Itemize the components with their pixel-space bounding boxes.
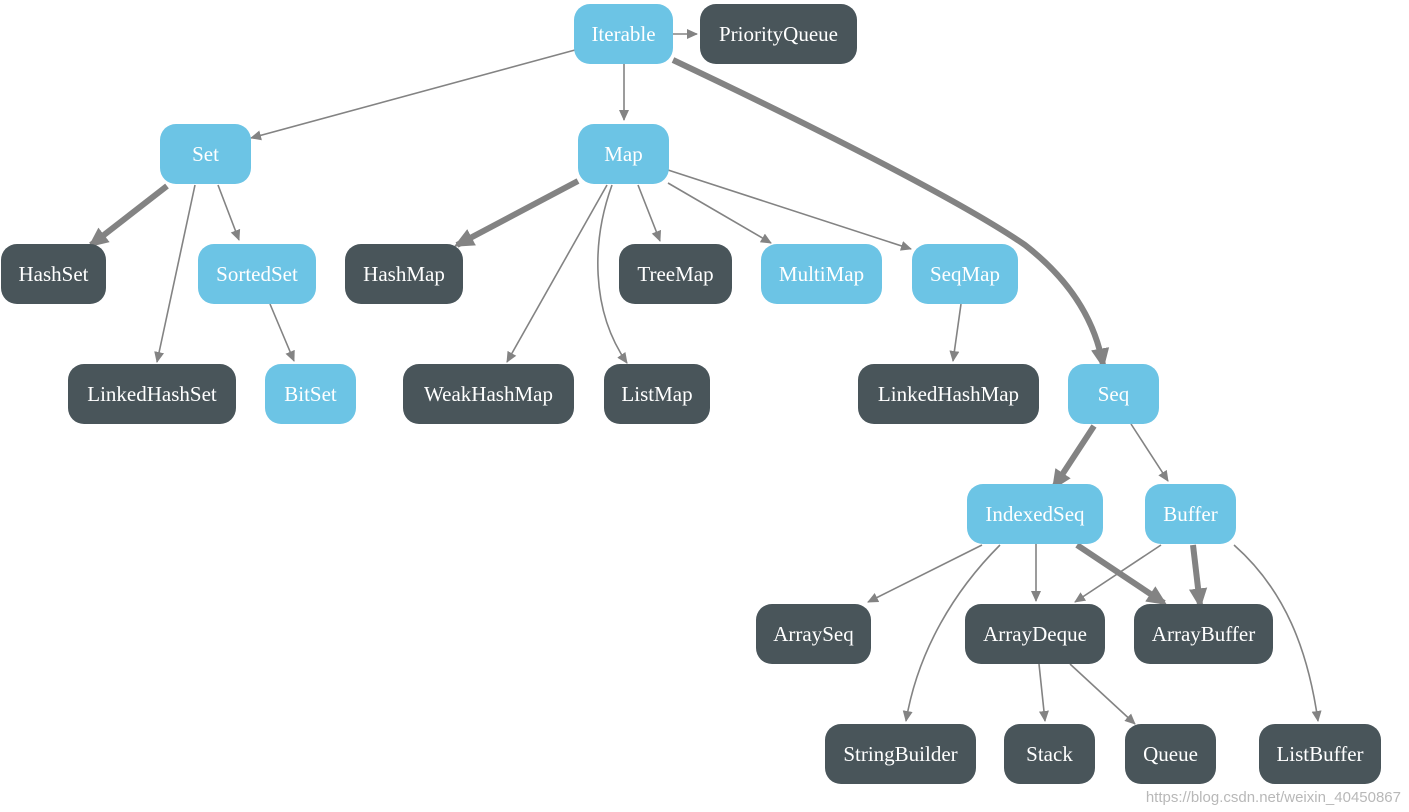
node-seq: Seq: [1068, 364, 1159, 424]
edge-buffer-listbuffer: [1233, 544, 1322, 722]
edge-set-hashset: [88, 183, 169, 248]
node-seq-map: SeqMap: [912, 244, 1018, 304]
node-linked-hash-set: LinkedHashSet: [68, 364, 236, 424]
edge-map-hashmap: [453, 178, 580, 248]
node-list-map: ListMap: [604, 364, 710, 424]
node-stack: Stack: [1004, 724, 1095, 784]
edge-buffer-arraybuffer: [1188, 544, 1208, 609]
edge-indexedseq-stringbuilder: [902, 544, 1001, 722]
node-array-seq: ArraySeq: [756, 604, 871, 664]
edge-seqmap-linkedhashmap: [949, 303, 962, 362]
edge-map-listmap: [597, 184, 628, 364]
node-linked-hash-map: LinkedHashMap: [858, 364, 1039, 424]
node-multi-map: MultiMap: [761, 244, 882, 304]
edge-arraydeque-queue: [1069, 663, 1136, 725]
node-array-deque: ArrayDeque: [965, 604, 1105, 664]
node-bit-set: BitSet: [265, 364, 356, 424]
edge-seq-buffer: [1130, 423, 1169, 482]
node-sorted-set: SortedSet: [198, 244, 316, 304]
node-tree-map: TreeMap: [619, 244, 732, 304]
node-indexed-seq: IndexedSeq: [967, 484, 1103, 544]
edge-iterable-set: [250, 49, 576, 141]
node-array-buffer: ArrayBuffer: [1134, 604, 1273, 664]
edge-seq-indexedseq: [1051, 424, 1097, 491]
watermark-url: https://blog.csdn.net/weixin_40450867: [1145, 789, 1401, 806]
edge-iterable-seq: [671, 57, 1110, 369]
edge-indexedseq-arraybuffer: [1075, 542, 1168, 606]
edge-map-seqmap: [667, 169, 912, 251]
edge-map-treemap: [637, 184, 661, 242]
edge-set-sortedset: [217, 184, 241, 241]
edge-indexedseq-arrayseq: [867, 544, 983, 603]
edge-map-weakhashmap: [506, 184, 608, 363]
edge-set-linkedhashset: [154, 184, 196, 363]
node-list-buffer: ListBuffer: [1259, 724, 1381, 784]
edge-map-multimap: [667, 182, 772, 244]
edge-buffer-arraydeque: [1074, 544, 1162, 603]
node-map: Map: [578, 124, 669, 184]
node-buffer: Buffer: [1145, 484, 1236, 544]
node-weak-hash-map: WeakHashMap: [403, 364, 574, 424]
node-hash-map: HashMap: [345, 244, 463, 304]
edge-sortedset-bitset: [269, 303, 295, 362]
node-priority-queue: PriorityQueue: [700, 4, 857, 64]
node-set: Set: [160, 124, 251, 184]
node-string-builder: StringBuilder: [825, 724, 976, 784]
node-iterable: Iterable: [574, 4, 673, 64]
node-hash-set: HashSet: [1, 244, 106, 304]
node-queue: Queue: [1125, 724, 1216, 784]
edge-arraydeque-stack: [1038, 663, 1049, 722]
